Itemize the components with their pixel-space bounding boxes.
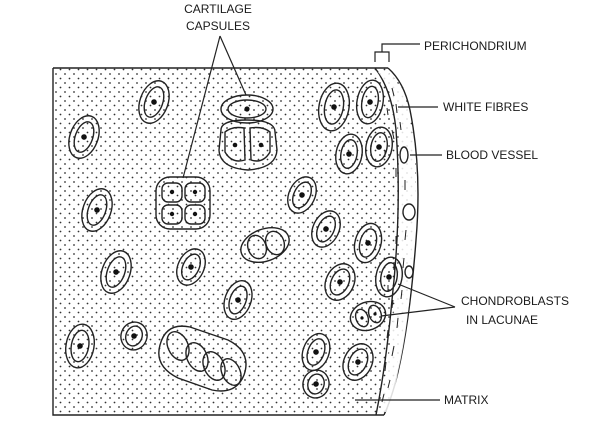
chondroblast-lacuna — [335, 133, 363, 175]
leader-capsules-top — [219, 35, 247, 96]
double-lacuna-right — [349, 300, 387, 332]
chondroblast-lacuna — [302, 369, 330, 399]
cartilage-capsules-label-line2: CAPSULES — [186, 19, 250, 33]
cartilage-capsule-top — [218, 94, 278, 171]
chondroblast-lacuna — [176, 248, 206, 286]
cartilage-capsule-row — [158, 325, 247, 392]
label-chondroblasts: CHONDROBLASTS IN LACUNAE — [380, 283, 569, 327]
chondroblast-lacuna — [287, 176, 317, 214]
blood-vessel-label: BLOOD VESSEL — [446, 148, 538, 162]
chondroblast-cells — [64, 79, 403, 399]
chondroblast-lacuna — [64, 323, 96, 369]
white-fibres-label: WHITE FIBRES — [443, 100, 528, 114]
chondroblasts-label-line2: IN LACUNAE — [466, 313, 538, 327]
chondroblast-lacuna — [223, 279, 253, 321]
chondroblast-lacuna — [353, 222, 383, 264]
chondroblast-lacuna — [301, 332, 331, 372]
perichondrium-label: PERICHONDRIUM — [424, 39, 527, 53]
label-cartilage-capsules: CARTILAGE CAPSULES — [182, 2, 252, 179]
chondroblast-lacuna — [375, 256, 403, 298]
chondroblast-lacuna — [355, 79, 385, 125]
chondroblast-lacuna — [342, 343, 374, 381]
matrix-label: MATRIX — [444, 393, 488, 407]
label-blood-vessel: BLOOD VESSEL — [410, 148, 538, 162]
chondroblasts-label-line1: CHONDROBLASTS — [461, 294, 569, 308]
label-matrix: MATRIX — [355, 393, 488, 407]
chondroblast-lacuna — [81, 188, 113, 232]
chondroblast-lacuna — [317, 82, 351, 132]
cartilage-capsule-square — [155, 176, 211, 230]
double-lacuna-center — [240, 227, 290, 263]
chondroblast-lacuna — [324, 263, 356, 301]
chondroblast-lacuna — [311, 210, 341, 248]
chondroblast-lacuna — [120, 321, 148, 351]
chondroblast-lacuna — [100, 250, 132, 294]
cartilage-capsules-label-line1: CARTILAGE — [184, 2, 252, 16]
chondroblast-lacuna — [138, 80, 170, 124]
label-perichondrium: PERICHONDRIUM — [374, 39, 527, 62]
label-white-fibres: WHITE FIBRES — [398, 100, 528, 114]
chondroblast-lacuna — [68, 115, 100, 159]
blood-vessels — [399, 146, 416, 279]
chondroblast-lacuna — [365, 126, 393, 168]
leader-capsules-square — [182, 35, 221, 179]
